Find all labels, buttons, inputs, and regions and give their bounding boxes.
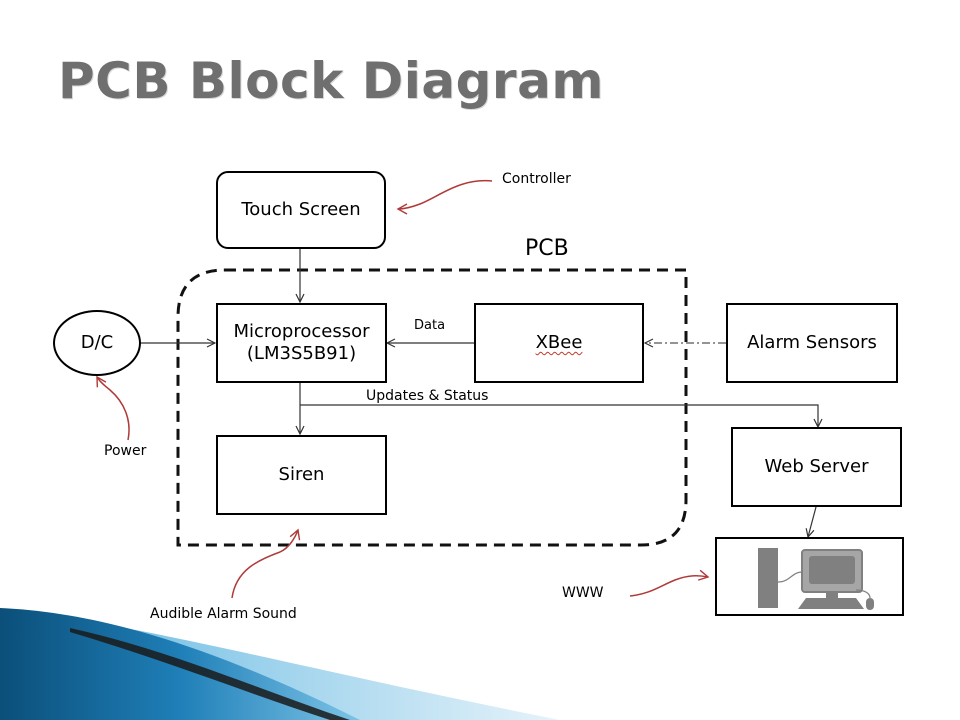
web-server-label: Web Server: [764, 455, 869, 477]
dc-label: D/C: [80, 331, 114, 353]
arrow-micro-to-webserver: [300, 404, 818, 427]
xbee-block: XBee: [474, 303, 644, 383]
pcb-boundary: [176, 268, 688, 547]
computer-mouse: [865, 597, 874, 610]
annotation-arrow-www: [629, 569, 710, 597]
alarm-sensors-label: Alarm Sensors: [747, 331, 877, 353]
annotation-arrow-controller: [396, 179, 493, 215]
microprocessor-model-label: (LM3S5B91): [246, 343, 357, 364]
tower-cable: [777, 570, 802, 583]
www-label: WWW: [562, 585, 604, 601]
monitor-stand: [825, 591, 838, 598]
arrow-webserver-to-computer: [808, 506, 817, 537]
microprocessor-label: Microprocessor: [233, 320, 370, 342]
dc-power-block: D/C: [53, 310, 141, 376]
wave-stripe: [70, 628, 350, 720]
annotation-arrow-audible: [231, 528, 301, 599]
controller-label: Controller: [502, 171, 571, 187]
microprocessor-block: Microprocessor (LM3S5B91): [216, 303, 387, 383]
touch-screen-block: Touch Screen: [216, 171, 386, 249]
computer-screen: [808, 555, 855, 584]
mouse-cable: [855, 588, 871, 598]
updates-status-label: Updates & Status: [366, 388, 489, 404]
power-label: Power: [104, 443, 147, 459]
computer-tower: [757, 547, 778, 608]
computer-keyboard: [797, 597, 864, 609]
audible-alarm-label: Audible Alarm Sound: [150, 606, 297, 622]
pcb-label: PCB: [525, 236, 569, 261]
xbee-label: XBee: [535, 331, 583, 353]
www-computer-block: [715, 537, 904, 616]
siren-block: Siren: [216, 435, 387, 515]
touch-screen-label: Touch Screen: [241, 198, 361, 220]
alarm-sensors-block: Alarm Sensors: [726, 303, 898, 383]
siren-label: Siren: [278, 463, 325, 485]
web-server-block: Web Server: [731, 427, 902, 507]
data-label: Data: [414, 318, 446, 333]
annotation-arrow-power: [96, 375, 130, 441]
page-title: PCB Block Diagram: [58, 52, 604, 110]
desktop-computer-icon: [757, 547, 874, 610]
